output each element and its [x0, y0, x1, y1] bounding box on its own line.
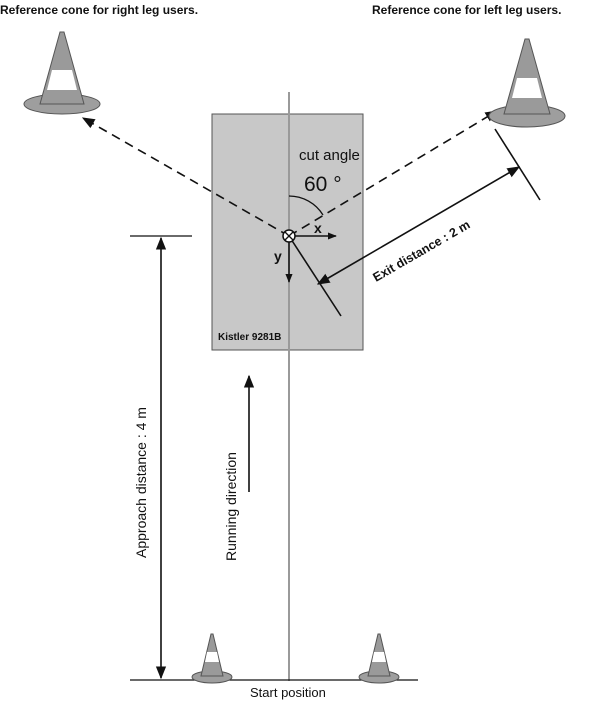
approach-distance-label: Approach distance : 4 m	[133, 407, 149, 558]
force-plate-origin-icon	[282, 229, 296, 243]
cut-angle-arc	[288, 195, 324, 216]
start-position-label: Start position	[250, 685, 326, 700]
exit-distance-label: Exit distance : 2 m	[371, 218, 473, 285]
exit-line	[288, 235, 342, 317]
force-plate-name: Kistler 9281B	[218, 332, 281, 343]
dashed-line-right-leg-cone	[81, 117, 290, 237]
cone-left-leg-caption: Reference cone for left leg users.	[372, 3, 561, 17]
running-direction-label: Running direction	[223, 452, 239, 561]
start-cone-icon-left	[191, 633, 233, 684]
cone-icon-right-leg	[23, 31, 101, 115]
cut-angle-label: cut angle	[299, 147, 360, 164]
exit-distance-arrow	[316, 166, 521, 285]
y-axis-label: y	[274, 248, 282, 264]
exit-distance-tick	[494, 128, 541, 201]
cone-icon-left-leg	[488, 38, 566, 128]
cut-angle-value: 60 °	[304, 173, 342, 196]
start-cone-icon-right	[358, 633, 400, 684]
x-axis-label: x	[314, 220, 322, 236]
cone-right-leg-caption: Reference cone for right leg users.	[0, 3, 198, 17]
